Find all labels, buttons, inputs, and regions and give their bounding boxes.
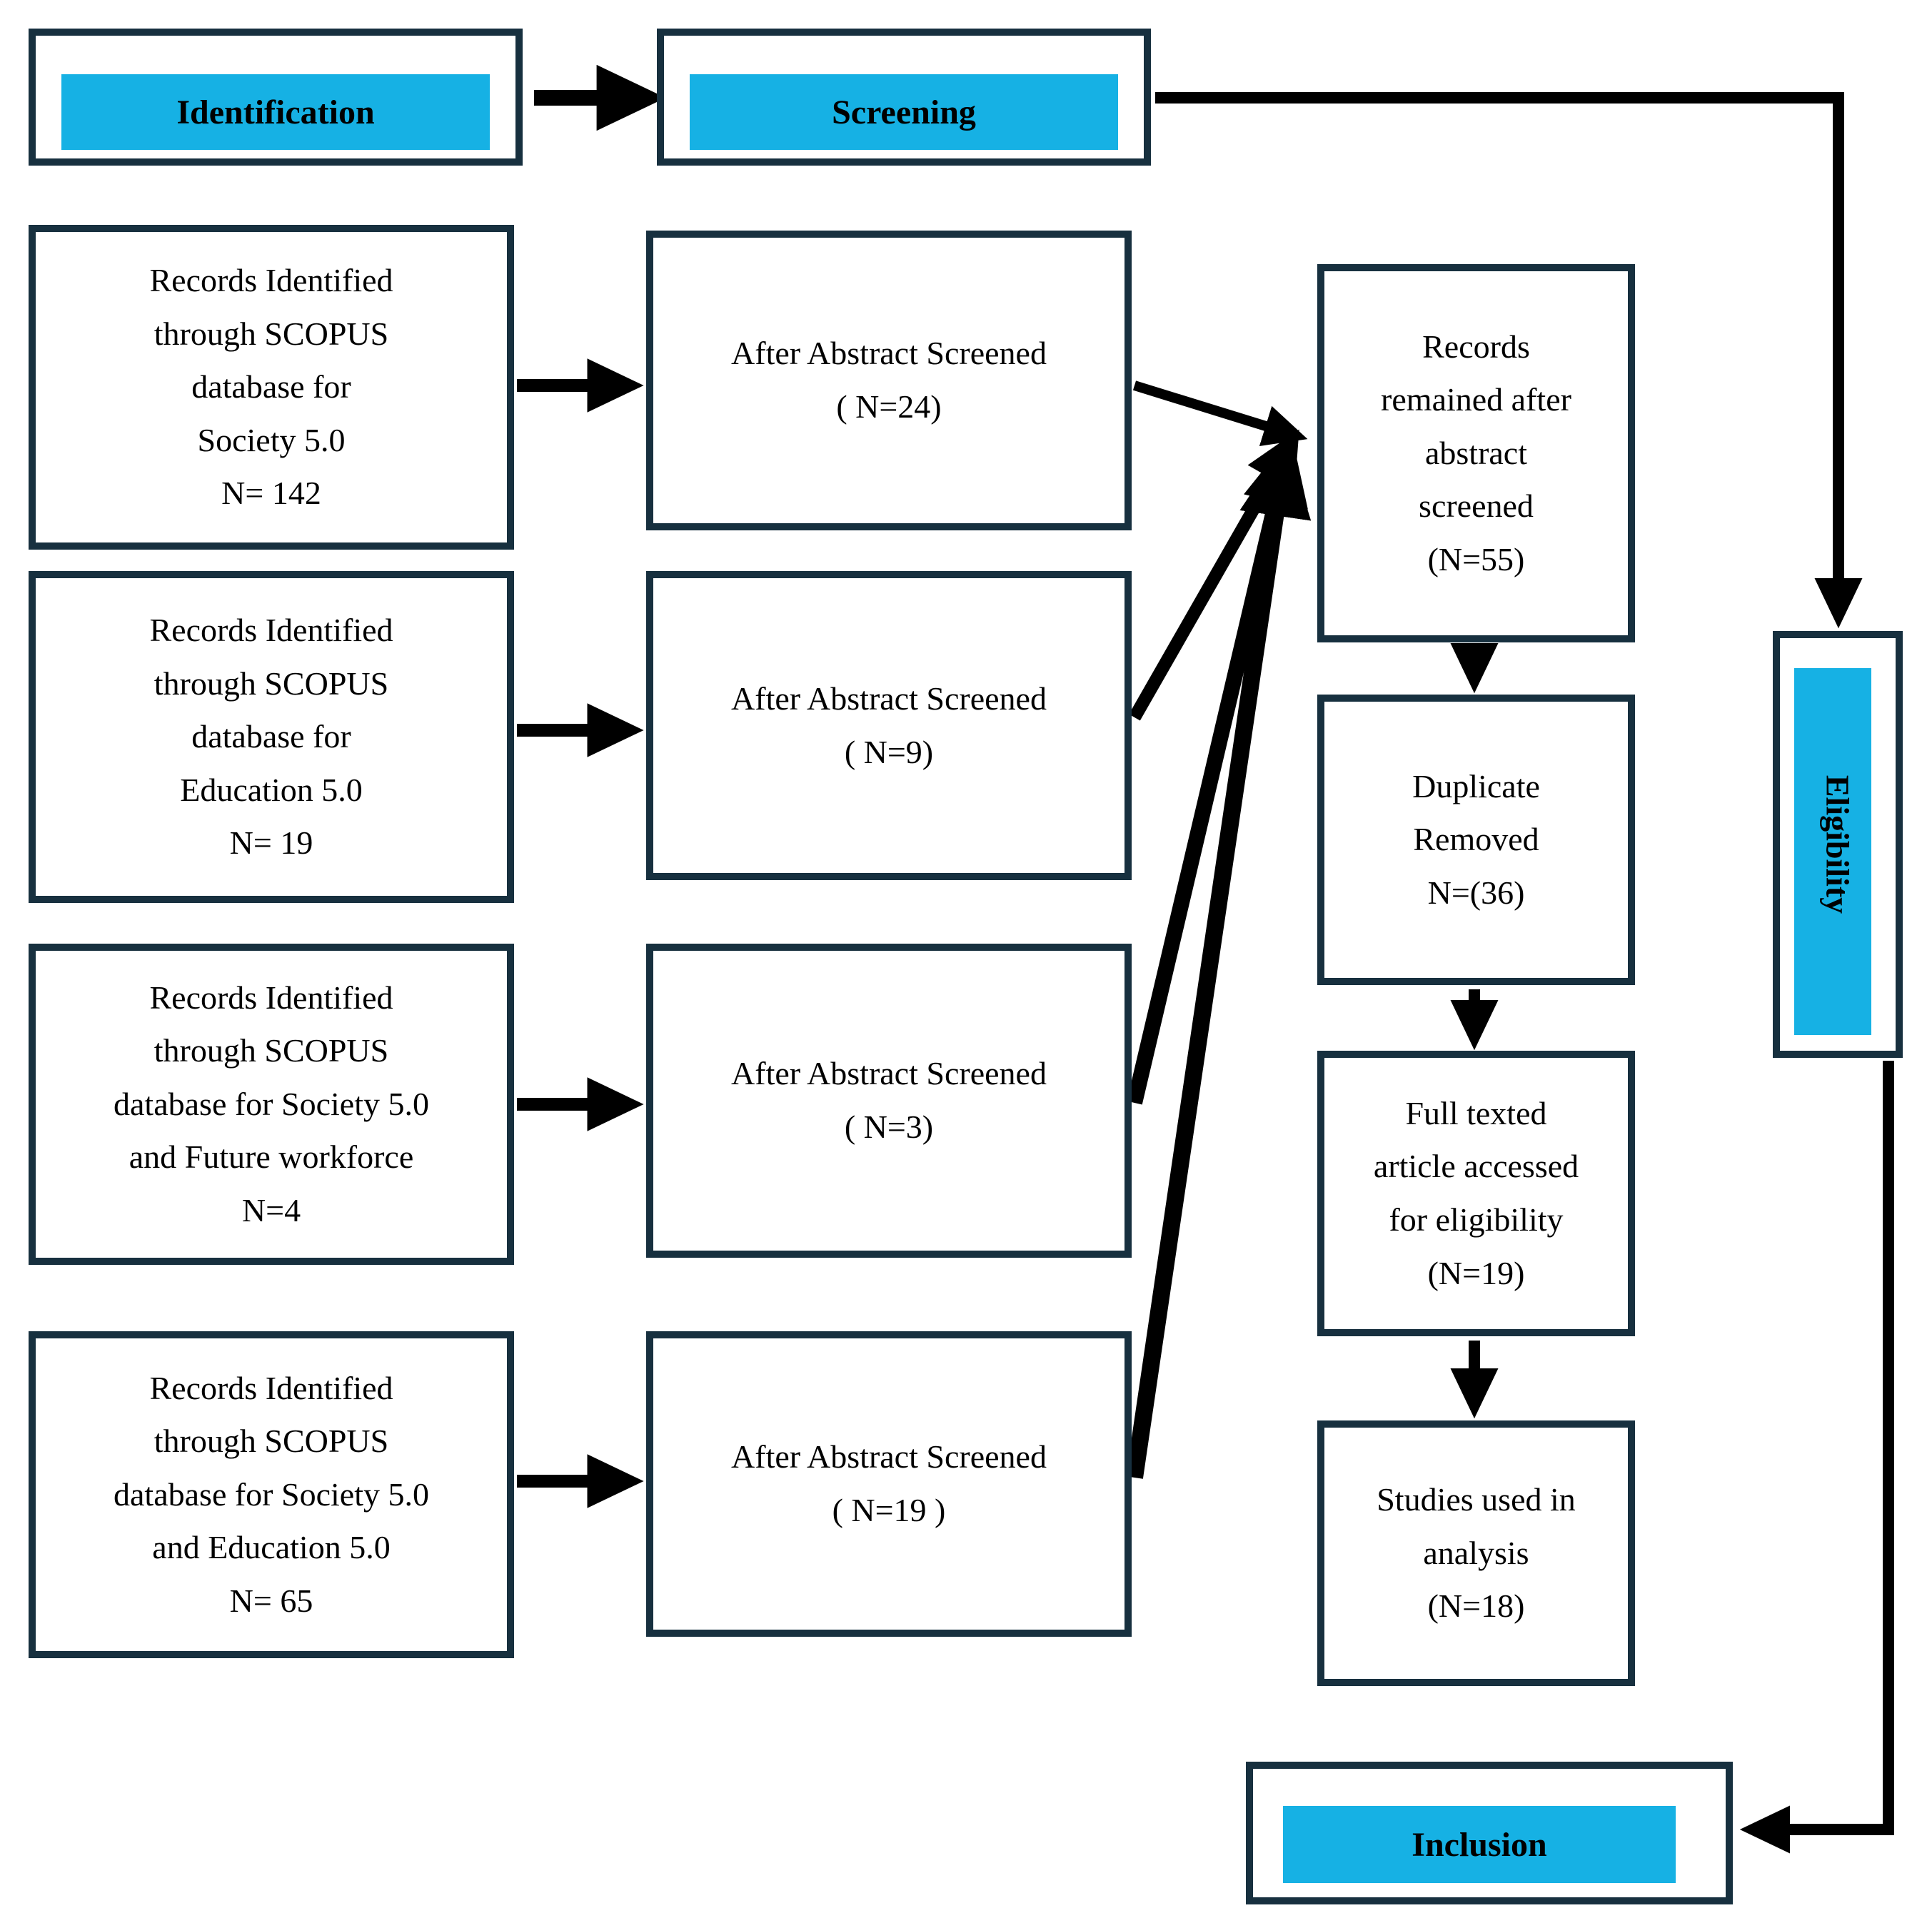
arrow-screened1-to-remained [1132,380,1308,446]
abstract-screened-box-1: After Abstract Screened ( N=24) [646,231,1132,530]
identification-stage-box: Identification [29,29,523,166]
abstract-screened-box-4: After Abstract Screened ( N=19 ) [646,1331,1132,1637]
arrow-screened4-to-remained [1126,440,1312,1479]
eligibility-stage-fill [1794,668,1871,1035]
abstract-screened-text-3: After Abstract Screened ( N=3) [731,1055,1047,1145]
records-identified-society-education-box: Records Identified through SCOPUS databa… [29,1331,514,1658]
records-identified-education5-text: Records Identified through SCOPUS databa… [149,612,393,862]
full-text-assessed-text: Full texted article accessed for eligibi… [1373,1094,1579,1291]
identification-stage-fill: Identification [61,74,490,150]
abstract-screened-box-3: After Abstract Screened ( N=3) [646,944,1132,1258]
identification-stage-label: Identification [176,93,375,131]
eligibility-stage-label: Eligibility [1819,774,1856,914]
duplicates-removed-text: Duplicate Removed N=(36) [1412,767,1540,911]
abstract-screened-text-4: After Abstract Screened ( N=19 ) [731,1438,1047,1528]
arrow-eligibility-to-inclusion [1739,1061,1894,1854]
abstract-screened-text-2: After Abstract Screened ( N=9) [731,680,1047,770]
records-identified-society5-text: Records Identified through SCOPUS databa… [149,262,393,512]
screening-stage-label: Screening [832,93,976,131]
arrow-screening-to-eligibility [1155,92,1863,629]
inclusion-stage-fill: Inclusion [1283,1806,1676,1883]
studies-used-analysis-text: Studies used in analysis (N=18) [1377,1481,1576,1625]
records-remained-text: Records remained after abstract screened… [1381,328,1571,577]
records-remained-box: Records remained after abstract screened… [1317,264,1635,642]
inclusion-stage-box: Inclusion [1246,1762,1733,1904]
screening-stage-box: Screening [657,29,1151,166]
inclusion-stage-label: Inclusion [1412,1825,1547,1864]
records-identified-future-workforce-text: Records Identified through SCOPUS databa… [114,979,429,1228]
duplicates-removed-box: Duplicate Removed N=(36) [1317,695,1635,985]
abstract-screened-box-2: After Abstract Screened ( N=9) [646,571,1132,880]
records-identified-education5-box: Records Identified through SCOPUS databa… [29,571,514,903]
full-text-assessed-box: Full texted article accessed for eligibi… [1317,1051,1635,1336]
records-identified-society-education-text: Records Identified through SCOPUS databa… [114,1369,429,1619]
records-identified-society5-box: Records Identified through SCOPUS databa… [29,225,514,550]
eligibility-stage-box: Eligibility [1773,631,1903,1058]
records-identified-future-workforce-box: Records Identified through SCOPUS databa… [29,944,514,1265]
studies-used-analysis-box: Studies used in analysis (N=18) [1317,1420,1635,1686]
abstract-screened-text-1: After Abstract Screened ( N=24) [731,335,1047,425]
screening-stage-fill: Screening [690,74,1118,150]
